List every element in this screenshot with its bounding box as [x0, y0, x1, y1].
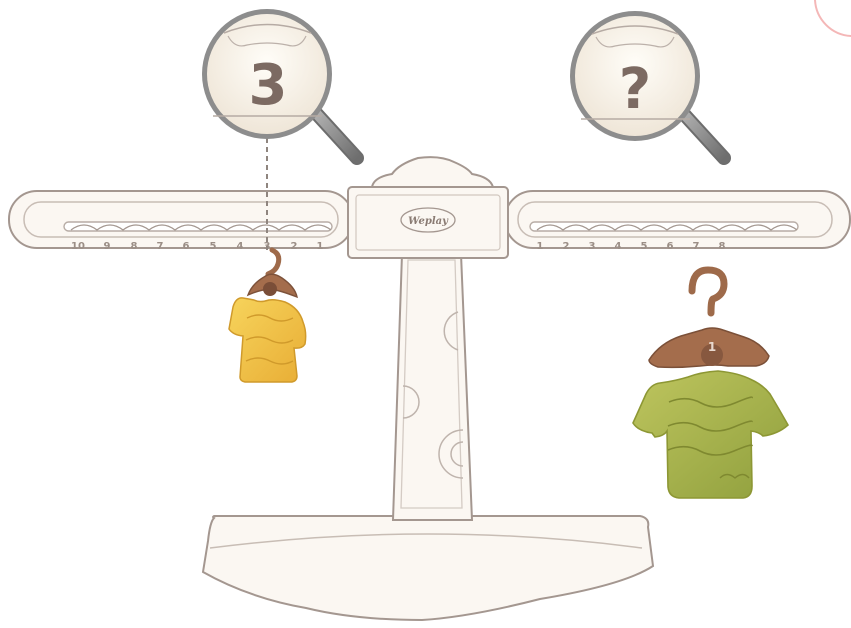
left-scale-label: 8: [131, 241, 138, 252]
large-hanging-shirt: 1: [633, 270, 788, 498]
scale-base: [203, 516, 653, 620]
corner-decoration: [815, 0, 851, 36]
brand-logo: Weplay: [408, 216, 449, 227]
right-scale-label: 5: [641, 241, 648, 252]
left-scale-label: 10: [71, 241, 85, 252]
right-magnifier-value: ?: [619, 57, 651, 122]
scale-crown: [372, 157, 493, 187]
right-scale-label: 1: [537, 241, 544, 252]
left-scale-label: 9: [104, 241, 111, 252]
left-scale-label: 7: [157, 241, 164, 252]
magnifier-icon: ?: [570, 11, 724, 158]
left-scale-label: 5: [210, 241, 217, 252]
left-magnifier-value: 3: [249, 53, 288, 118]
left-magnifier: 3: [202, 9, 357, 158]
left-scale-label: 1: [317, 241, 324, 252]
right-scale-label: 3: [589, 241, 596, 252]
right-beam-arm: [505, 191, 850, 248]
left-beam-arm: [9, 191, 353, 248]
right-scale-label: 8: [719, 241, 726, 252]
small-hanging-shirt: [229, 250, 306, 382]
hanger-icon: [248, 250, 297, 297]
right-scale-label: 7: [693, 241, 700, 252]
scale-center-box: Weplay: [348, 187, 508, 258]
right-hanger-number: 1: [708, 340, 716, 354]
right-scale-label: 6: [667, 241, 674, 252]
left-scale-label: 6: [183, 241, 190, 252]
right-scale-label: 4: [615, 241, 622, 252]
right-magnifier: ?: [570, 11, 724, 158]
scale-pillar: [393, 254, 472, 520]
green-shirt-icon: [633, 371, 788, 498]
hanger-icon: 1: [649, 270, 769, 367]
left-scale-label: 4: [237, 241, 244, 252]
yellow-shirt-icon: [229, 298, 306, 382]
left-scale-label: 2: [291, 241, 298, 252]
magnifier-icon: 3: [202, 9, 357, 158]
right-scale-label: 2: [563, 241, 570, 252]
